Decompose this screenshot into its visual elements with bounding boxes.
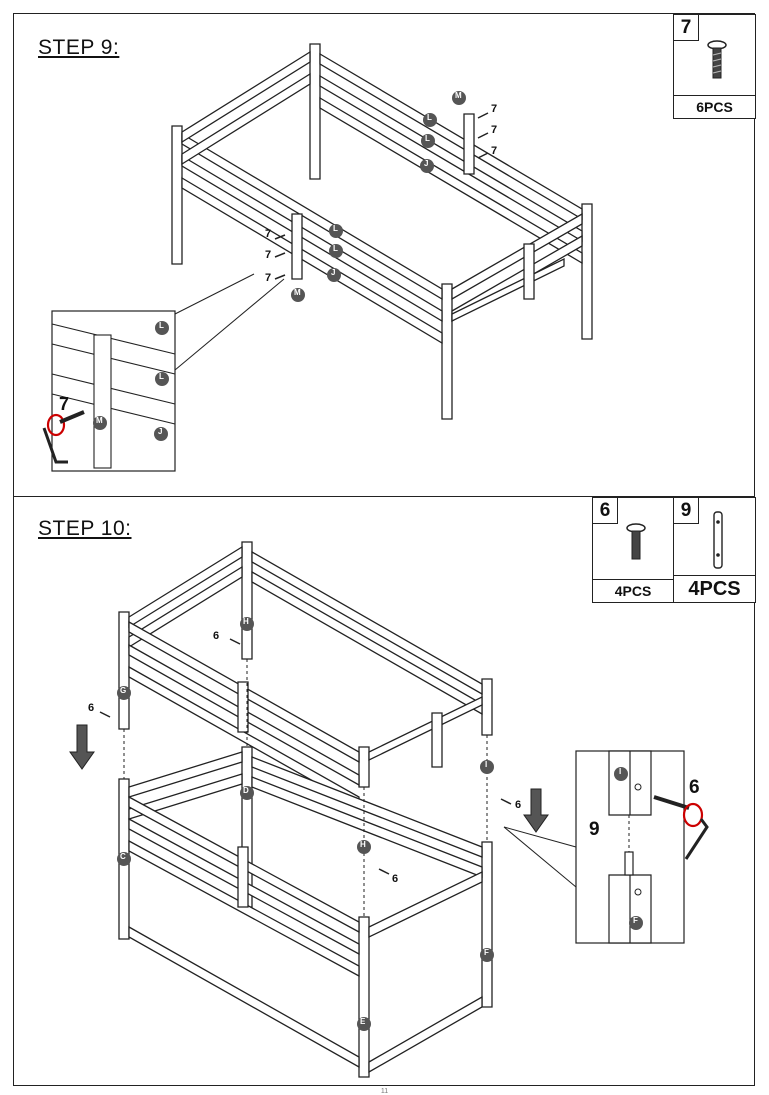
part-quantity: 4PCS	[674, 575, 755, 602]
detail-bolt-label: 6	[689, 777, 700, 798]
dowel-pin-icon	[713, 511, 723, 569]
post-label: I	[485, 760, 488, 769]
bolt-icon	[707, 40, 727, 79]
part-number: 7	[674, 15, 699, 41]
post-label: F	[484, 948, 489, 957]
screw-label: 7	[265, 228, 272, 240]
screw-label: 6	[392, 873, 399, 885]
detail-tool-label: 7	[59, 394, 70, 414]
post-label: E	[360, 1017, 366, 1026]
screw-label: 7	[491, 124, 498, 136]
post-label: H	[243, 617, 249, 626]
post-label: D	[243, 786, 249, 795]
callout-label: L	[425, 134, 430, 143]
step-9-title: STEP 9:	[38, 36, 120, 59]
part-quantity: 4PCS	[593, 579, 673, 602]
callout-label: J	[331, 268, 336, 277]
callout-label: L	[333, 244, 338, 253]
page-number: 11	[380, 1088, 389, 1095]
detail-callout: J	[158, 427, 163, 436]
bolt-icon	[626, 523, 646, 560]
part-number: 9	[674, 498, 699, 524]
screw-label: 6	[515, 799, 522, 811]
post-label: H	[360, 840, 366, 849]
step-10-panel: STEP 10: 6 4PCS 9 4PCS	[13, 496, 756, 1086]
bed-frame-drawing	[42, 43, 593, 472]
callout-label: M	[455, 91, 462, 100]
allen-key-icon	[42, 410, 85, 464]
callout-label: J	[424, 159, 429, 168]
detail-callout: L	[159, 372, 164, 381]
screw-label: 7	[265, 249, 272, 261]
step-9-panel: STEP 9: 7 6PCS	[13, 13, 756, 497]
part-box-9: 9 4PCS	[673, 497, 756, 603]
detail-callout: I	[619, 767, 622, 776]
post-label: C	[120, 852, 126, 861]
detail-dowel-label: 9	[589, 819, 600, 840]
screw-label: 7	[491, 145, 498, 157]
screw-label: 7	[265, 272, 272, 284]
part-box-6: 6 4PCS	[592, 497, 674, 603]
allen-key-icon	[653, 795, 709, 860]
screw-label: 7	[491, 103, 498, 115]
bunk-bed-drawing	[69, 541, 709, 1078]
part-number: 6	[593, 498, 618, 524]
step-10-title: STEP 10:	[38, 517, 132, 540]
part-quantity: 6PCS	[674, 95, 755, 118]
detail-callout: F	[633, 916, 638, 925]
detail-callout: L	[159, 321, 164, 330]
part-box-7: 7 6PCS	[673, 14, 756, 119]
screw-label: 6	[88, 702, 95, 714]
callout-label: L	[427, 113, 432, 122]
callout-label: M	[294, 288, 301, 297]
post-label: G	[120, 686, 127, 695]
callout-label: L	[333, 224, 338, 233]
detail-callout: M	[96, 416, 103, 425]
screw-label: 6	[213, 630, 220, 642]
